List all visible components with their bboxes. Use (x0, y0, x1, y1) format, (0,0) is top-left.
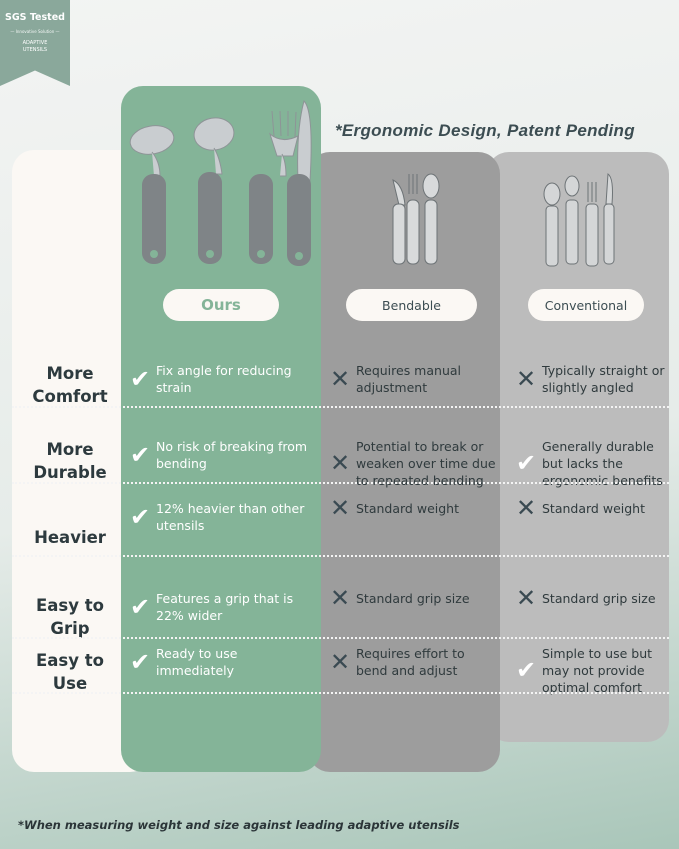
x-icon: ✕ (330, 449, 351, 477)
comparison-cell: ✔12% heavier than other utensils (130, 500, 310, 534)
cell-text: Features a grip that is 22% wider (156, 591, 294, 623)
badge-subtitle: — Innovative Solution — (10, 29, 60, 34)
row-label-line2: Durable (33, 463, 107, 482)
check-icon: ✔ (130, 440, 151, 469)
comparison-cell: ✕Requires manual adjustment (330, 362, 498, 396)
row-label-line2: Comfort (32, 387, 108, 406)
comparison-cell: ✕ Standard weight (330, 494, 498, 522)
cell-text: Standard weight (542, 501, 645, 516)
cell-text: 12% heavier than other utensils (156, 501, 305, 533)
bendable-utensils-image (392, 173, 440, 265)
row-divider (12, 406, 669, 408)
cell-text: Requires manual adjustment (356, 363, 461, 395)
comparison-cell: ✕ Standard grip size (330, 584, 498, 612)
column-header-conventional: Conventional (528, 289, 644, 321)
comparison-cell: ✔No risk of breaking from bending (130, 438, 310, 472)
cell-text: Requires effort to bend and adjust (356, 646, 465, 678)
cell-text: Standard grip size (356, 591, 470, 606)
column-header-bendable: Bendable (346, 289, 477, 321)
check-icon: ✔ (130, 502, 151, 531)
comparison-cell: ✔Generally durable but lacks the ergonom… (516, 438, 666, 489)
row-label-line1: Easy to (36, 651, 104, 670)
row-label-line1: More (46, 364, 94, 383)
check-icon: ✔ (130, 592, 151, 621)
x-icon: ✕ (330, 647, 351, 676)
row-divider (12, 555, 669, 557)
row-label-line2: Grip (50, 619, 90, 638)
conventional-utensils-image (543, 173, 615, 267)
row-label: Heavier (12, 526, 128, 549)
comparison-cell: ✕ Standard weight (516, 494, 666, 522)
row-label-line1: Heavier (34, 528, 106, 547)
comparison-cell: ✔Features a grip that is 22% wider (130, 590, 310, 624)
x-icon: ✕ (516, 494, 537, 522)
cell-text: Standard weight (356, 501, 459, 516)
cell-text: Ready to use immediately (156, 646, 238, 678)
comparison-cell: ✕Typically straight or slightly angled (516, 362, 666, 396)
footnote: *When measuring weight and size against … (18, 818, 460, 832)
comparison-cell: ✔Ready to use immediately (130, 645, 310, 679)
x-icon: ✕ (330, 584, 351, 612)
comparison-cell: ✕ Standard grip size (516, 584, 666, 612)
ours-utensils-image (129, 100, 312, 266)
headline: *Ergonomic Design, Patent Pending (335, 121, 635, 140)
row-divider (12, 482, 669, 484)
row-label: Easy to Use (12, 649, 128, 695)
cell-text: Potential to break or weaken over time d… (356, 439, 496, 488)
comparison-cell: ✔Fix angle for reducing strain (130, 362, 310, 396)
badge-line1: ADAPTIVE (22, 40, 48, 46)
row-divider (12, 637, 669, 639)
check-icon: ✔ (516, 656, 537, 684)
cell-text: No risk of breaking from bending (156, 439, 308, 471)
check-icon: ✔ (130, 364, 151, 393)
badge-title: SGS Tested (5, 12, 65, 23)
comparison-cell: ✕Requires effort to bend and adjust (330, 645, 498, 679)
x-icon: ✕ (516, 584, 537, 612)
cell-text: Generally durable but lacks the ergonomi… (542, 439, 663, 488)
check-icon: ✔ (516, 449, 537, 477)
cell-text: Fix angle for reducing strain (156, 363, 292, 395)
row-label-line1: Easy to (36, 596, 104, 615)
comparison-cell: ✕Potential to break or weaken over time … (330, 438, 498, 489)
row-label-line2: Use (52, 674, 88, 693)
x-icon: ✕ (330, 364, 351, 393)
cell-text: Simple to use but may not provide optima… (542, 646, 653, 695)
x-icon: ✕ (516, 364, 537, 393)
badge-line2: UTENSILS (22, 47, 48, 53)
comparison-cell: ✔Simple to use but may not provide optim… (516, 645, 666, 696)
row-divider (12, 692, 669, 694)
row-label: Easy to Grip (12, 594, 128, 640)
cell-text: Standard grip size (542, 591, 656, 606)
column-header-ours: Ours (163, 289, 279, 321)
sgs-badge: SGS Tested — Innovative Solution — ADAPT… (0, 0, 70, 86)
check-icon: ✔ (130, 647, 151, 676)
cell-text: Typically straight or slightly angled (542, 363, 665, 395)
row-label-line1: More (46, 440, 94, 459)
x-icon: ✕ (330, 494, 351, 522)
